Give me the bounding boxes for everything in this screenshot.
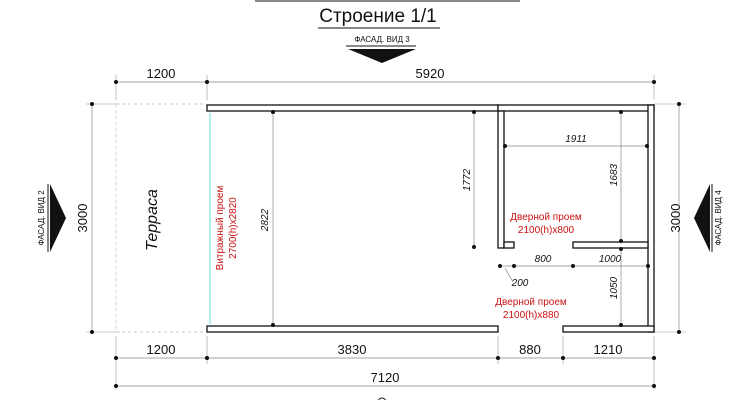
door1-label-line2: 2100(h)x800 [518,225,575,236]
dim-800: 800 [535,254,552,265]
dim-2822-line [271,110,275,327]
terrace-outline [115,103,207,333]
walls [206,104,655,333]
top-dimension-line [114,75,656,100]
bottom-dimension-line [114,336,656,390]
dim-1050: 1050 [609,276,620,299]
terrace-label: Терраса [144,189,161,251]
dim-1772: 1772 [462,168,473,191]
dim-bottom-880: 880 [519,342,541,357]
dim-right-height: 3000 [668,204,683,233]
dim-left-height: 3000 [75,204,90,233]
page-title: Строение 1/1 [319,6,437,27]
facade-right-arrow-icon [694,184,710,252]
facade-right-label: ФАСАД. ВИД 4 [714,190,723,246]
right-dimension-line [654,102,686,334]
dim-top-terrace: 1200 [147,66,176,81]
facade-left-label: ФАСАД. ВИД 2 [37,190,46,246]
facade-bottom-marker-icon [377,397,387,400]
dim-1911-line [503,144,649,148]
dim-top-main: 5920 [416,66,445,81]
door1-label-line1: Дверной проем [510,212,582,223]
left-dimension-line [86,102,120,334]
dim-200: 200 [511,278,529,289]
door2-label-line1: Дверной проем [495,297,567,308]
bottom-total-dimension-line [114,384,656,388]
dim-bottom-total: 7120 [371,370,400,385]
facade-top-label: ФАСАД. ВИД 3 [354,35,410,44]
dim-1911: 1911 [565,134,587,145]
dim-1683-line [619,110,623,243]
window-opening-label-line2: 2700(h)x2820 [228,197,239,259]
dim-2822: 2822 [260,208,271,232]
dim-bottom-1210: 1210 [594,342,623,357]
dim-1000: 1000 [599,254,622,265]
dim-bottom-3830: 3830 [338,342,367,357]
dim-1050-line [619,247,623,327]
dim-200-leader [504,267,514,283]
dim-1683: 1683 [609,163,620,186]
dim-800-1000-line [498,264,650,268]
window-opening-label-line1: Витражный проем [215,186,226,271]
facade-top-arrow-icon [348,49,416,63]
facade-left-arrow-icon [50,184,66,252]
door2-label-line2: 2100(h)x880 [503,310,560,321]
dim-bottom-terrace: 1200 [147,342,176,357]
dim-1772-line [472,110,476,249]
